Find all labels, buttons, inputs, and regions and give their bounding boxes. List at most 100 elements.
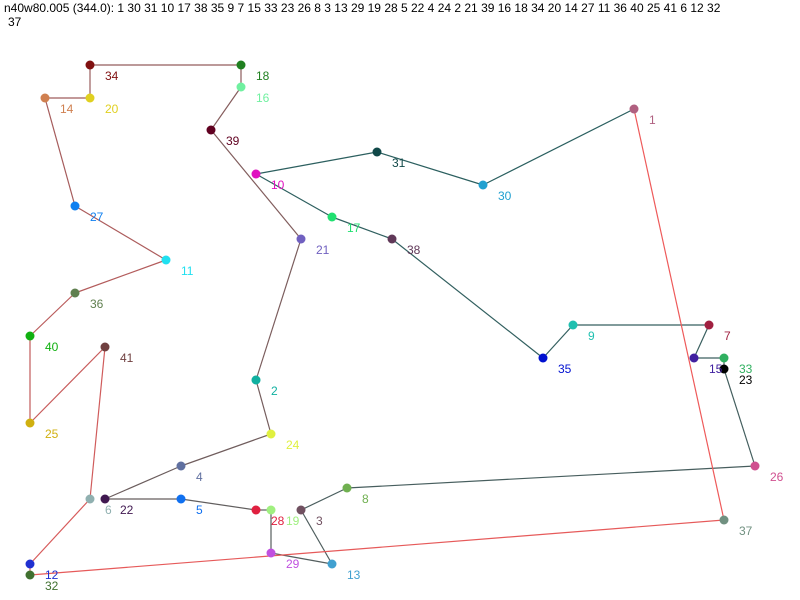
node-6 bbox=[85, 494, 95, 504]
edge-2-21 bbox=[255, 238, 302, 381]
edge-21-39 bbox=[210, 129, 302, 240]
edge-3-13 bbox=[300, 509, 333, 565]
edge-22-4 bbox=[104, 465, 182, 500]
node-30 bbox=[478, 180, 488, 190]
node-33 bbox=[719, 353, 729, 363]
edge-11-36 bbox=[74, 259, 167, 294]
node-label-2: 2 bbox=[271, 384, 278, 398]
node-1 bbox=[629, 104, 639, 114]
node-label-32: 32 bbox=[45, 579, 59, 593]
node-21 bbox=[296, 234, 306, 244]
edge-1-30 bbox=[482, 108, 635, 186]
node-31 bbox=[372, 147, 382, 157]
edge-32-37 bbox=[29, 519, 725, 576]
node-38 bbox=[387, 234, 397, 244]
edge-7-15 bbox=[693, 324, 710, 359]
node-label-22: 22 bbox=[120, 503, 134, 517]
node-11 bbox=[161, 255, 171, 265]
node-37 bbox=[719, 515, 729, 525]
node-35 bbox=[538, 353, 548, 363]
edge-36-40 bbox=[29, 292, 76, 337]
node-label-6: 6 bbox=[105, 503, 112, 517]
edge-8-3 bbox=[300, 487, 348, 511]
edge-24-2 bbox=[255, 379, 272, 435]
node-9 bbox=[568, 320, 578, 330]
node-label-34: 34 bbox=[105, 69, 119, 83]
node-17 bbox=[327, 212, 337, 222]
node-label-13: 13 bbox=[347, 568, 361, 582]
node-15 bbox=[689, 353, 699, 363]
node-label-3: 3 bbox=[316, 514, 323, 528]
node-label-11: 11 bbox=[181, 264, 194, 278]
node-label-4: 4 bbox=[196, 470, 203, 484]
edge-25-41 bbox=[29, 346, 106, 424]
node-label-26: 26 bbox=[770, 470, 784, 484]
node-label-39: 39 bbox=[226, 134, 240, 148]
edge-38-35 bbox=[391, 238, 544, 359]
node-label-9: 9 bbox=[588, 329, 595, 343]
node-25 bbox=[25, 418, 35, 428]
node-label-40: 40 bbox=[45, 340, 59, 354]
edge-6-12 bbox=[29, 498, 91, 565]
node-36 bbox=[70, 288, 80, 298]
node-14 bbox=[40, 93, 50, 103]
node-27 bbox=[70, 201, 80, 211]
node-label-29: 29 bbox=[286, 557, 300, 571]
edge-27-11 bbox=[74, 205, 167, 261]
node-label-36: 36 bbox=[90, 297, 104, 311]
tour-nodes bbox=[25, 60, 760, 580]
node-label-16: 16 bbox=[256, 91, 270, 105]
node-label-23: 23 bbox=[739, 373, 753, 387]
node-label-19: 19 bbox=[286, 514, 300, 528]
node-12 bbox=[25, 559, 35, 569]
node-label-17: 17 bbox=[347, 221, 361, 235]
edge-4-24 bbox=[180, 433, 272, 467]
edge-39-16 bbox=[210, 86, 242, 131]
node-label-33: 33 bbox=[739, 362, 753, 376]
node-19 bbox=[266, 505, 276, 515]
edge-23-26 bbox=[723, 368, 756, 467]
node-32 bbox=[25, 570, 35, 580]
node-16 bbox=[236, 82, 246, 92]
node-label-38: 38 bbox=[407, 243, 421, 257]
node-label-25: 25 bbox=[45, 427, 59, 441]
node-39 bbox=[206, 125, 216, 135]
edge-17-38 bbox=[331, 216, 393, 240]
node-40 bbox=[25, 331, 35, 341]
node-4 bbox=[176, 461, 186, 471]
node-41 bbox=[100, 342, 110, 352]
node-34 bbox=[85, 60, 95, 70]
node-22 bbox=[100, 494, 110, 504]
tour-edges bbox=[29, 64, 756, 576]
node-8 bbox=[342, 483, 352, 493]
node-label-1: 1 bbox=[649, 113, 656, 127]
node-label-18: 18 bbox=[256, 69, 270, 83]
edge-31-10 bbox=[255, 151, 378, 175]
node-label-10: 10 bbox=[271, 178, 285, 192]
node-label-31: 31 bbox=[392, 156, 406, 170]
node-label-7: 7 bbox=[724, 329, 731, 343]
node-label-28: 28 bbox=[271, 514, 285, 528]
node-label-14: 14 bbox=[60, 102, 74, 116]
node-label-41: 41 bbox=[120, 351, 134, 365]
node-label-24: 24 bbox=[286, 438, 300, 452]
edge-14-27 bbox=[44, 97, 76, 207]
node-label-8: 8 bbox=[362, 492, 369, 506]
edge-26-8 bbox=[346, 465, 756, 489]
node-29 bbox=[266, 548, 276, 558]
tour-title-line1: n40w80.005 (344.0): 1 30 31 10 17 38 35 … bbox=[4, 1, 721, 15]
node-20 bbox=[85, 93, 95, 103]
node-13 bbox=[327, 559, 337, 569]
node-26 bbox=[750, 461, 760, 471]
node-label-12: 12 bbox=[45, 568, 59, 582]
node-28 bbox=[251, 505, 261, 515]
node-label-37: 37 bbox=[739, 524, 753, 538]
edge-28-5 bbox=[180, 498, 257, 511]
node-24 bbox=[266, 429, 276, 439]
edge-30-31 bbox=[376, 151, 484, 186]
node-label-27: 27 bbox=[90, 210, 104, 224]
node-label-35: 35 bbox=[558, 362, 572, 376]
node-label-20: 20 bbox=[105, 102, 119, 116]
